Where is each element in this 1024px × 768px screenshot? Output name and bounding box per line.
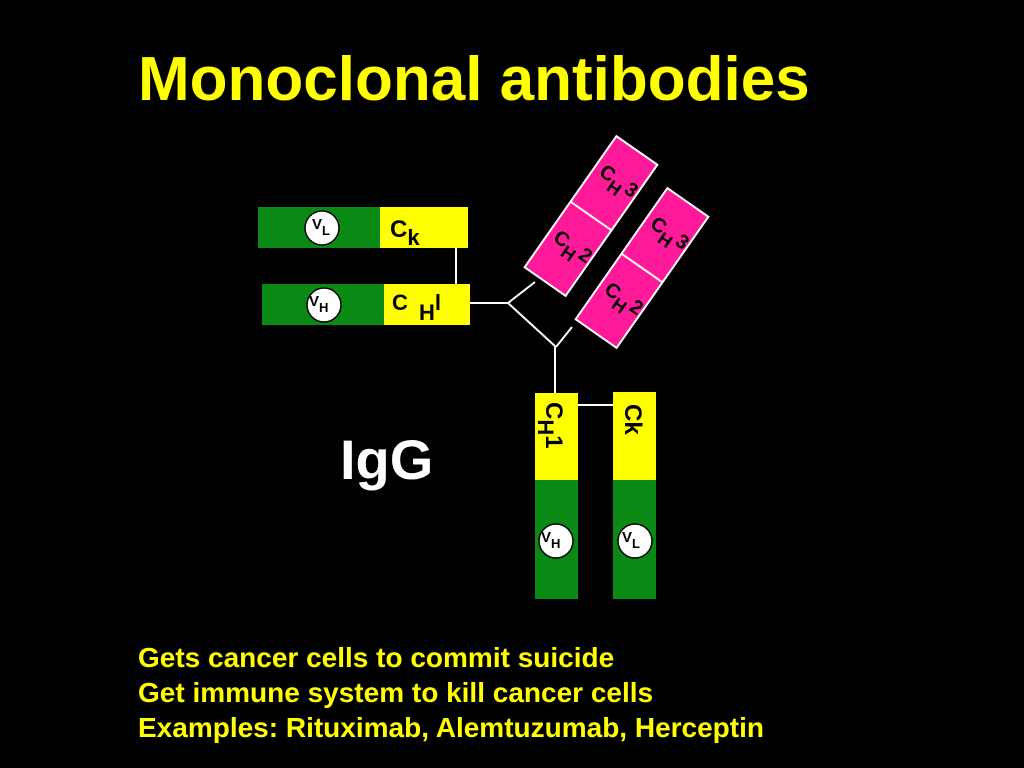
ch1-label-group: CH1: [533, 402, 567, 449]
ch1-domain: [384, 284, 470, 325]
slide-title: Monoclonal antibodies: [138, 45, 810, 114]
bullet-item: Get immune system to kill cancer cells: [138, 677, 654, 708]
ch1-domain: [535, 393, 578, 480]
antibody-type-label: IgG: [340, 428, 434, 491]
fc-chain-2: CH2 CH3: [574, 186, 710, 350]
vh-circle: [538, 523, 574, 559]
right-light-chain: Ck VL: [613, 392, 656, 599]
ch1-label: CH1: [533, 402, 567, 449]
hinge-lines: [455, 248, 613, 406]
domain-divider: [569, 200, 613, 232]
vl-circle: [617, 523, 653, 559]
left-light-chain: VL Ck: [258, 207, 468, 250]
bullet-item: Gets cancer cells to commit suicide: [138, 642, 615, 673]
vl-circle: [304, 210, 340, 246]
ck-domain: [380, 207, 468, 248]
vh-label: VH: [309, 293, 328, 315]
ck-domain: [613, 392, 656, 480]
ck-label: Ck: [619, 404, 646, 435]
bullet-item: Examples: Rituximab, Alemtuzumab, Hercep…: [138, 712, 764, 743]
vh-label: VH: [541, 529, 560, 551]
ck-label: Ck: [390, 216, 420, 250]
right-heavy-chain: CH1 VH: [533, 393, 578, 599]
hinge-line-fc2: [555, 326, 573, 348]
ck-label-group: Ck: [619, 404, 646, 435]
fc-chain-1: CH2 CH3: [523, 134, 659, 298]
hinge-line-lower: [507, 302, 557, 348]
vl-label: VL: [622, 529, 640, 551]
domain-divider: [620, 252, 664, 284]
vh-circle: [306, 287, 342, 323]
bullet-list: Gets cancer cells to commit suicide Get …: [138, 640, 764, 745]
vl-label: VL: [312, 216, 330, 238]
hinge-line-upper: [507, 281, 536, 304]
